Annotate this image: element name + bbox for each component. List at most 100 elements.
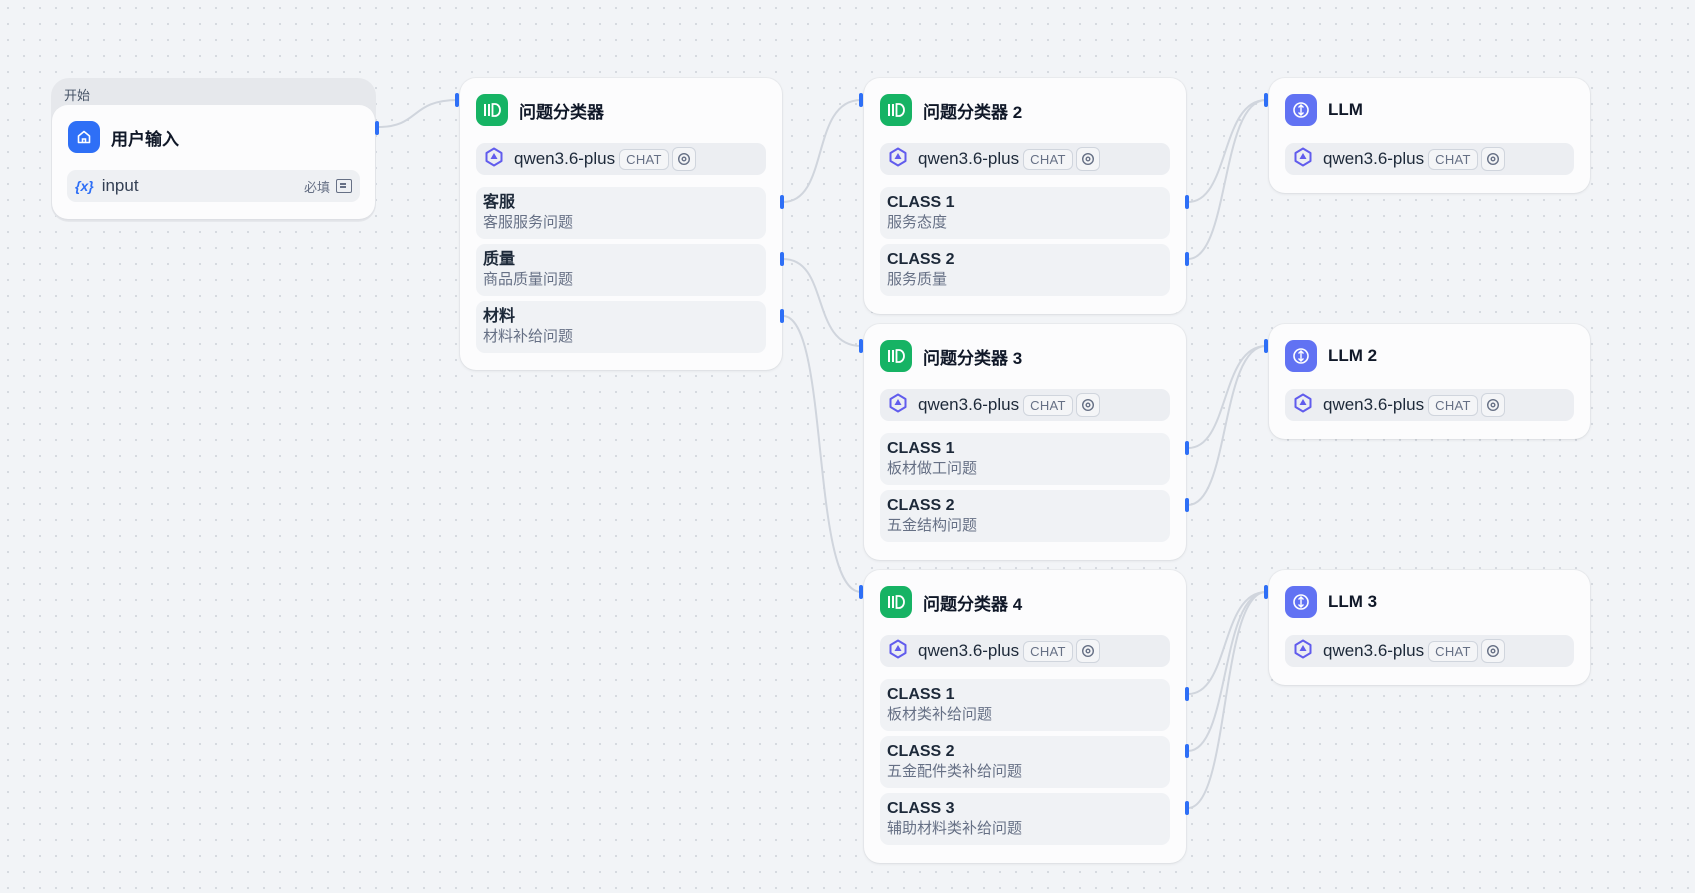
class-name: CLASS 2 <box>887 497 955 514</box>
llm-title: LLM <box>1328 100 1363 119</box>
class-item[interactable]: 材料 材料补给问题 <box>476 301 766 353</box>
qwen-logo-icon <box>888 639 908 664</box>
class-name: CLASS 2 <box>887 251 955 268</box>
model-mode-badge: CHAT <box>1428 394 1478 416</box>
classifier2-class2-handle[interactable] <box>1185 252 1189 266</box>
start-section-label: 开始 <box>64 88 91 103</box>
class-item[interactable]: 质量 商品质量问题 <box>476 244 766 296</box>
model-selector[interactable]: qwen3.6-plus CHAT <box>880 635 1170 667</box>
class-name: CLASS 3 <box>887 800 955 817</box>
classifier3-target-handle[interactable] <box>859 339 863 353</box>
class-item[interactable]: CLASS 1 板材做工问题 <box>880 433 1170 485</box>
class-item[interactable]: 客服 客服服务问题 <box>476 187 766 239</box>
model-name: qwen3.6-plus <box>918 395 1020 414</box>
class-description: 商品质量问题 <box>483 271 574 288</box>
model-settings-icon[interactable] <box>1480 147 1505 171</box>
text-type-icon <box>336 179 352 193</box>
model-mode-badge: CHAT <box>1428 640 1478 662</box>
edge-c4-class1-llm3 <box>1187 591 1267 695</box>
classifier4-class2-handle[interactable] <box>1185 744 1189 758</box>
model-selector[interactable]: qwen3.6-plus CHAT <box>880 389 1170 421</box>
class-name: 材料 <box>483 308 516 325</box>
classifier-icon <box>476 94 508 126</box>
required-label: 必填 <box>303 179 330 195</box>
user-input-card[interactable]: 用户输入 {x} input 必填 <box>52 105 375 219</box>
classifier3-class2-handle[interactable] <box>1185 498 1189 512</box>
class-description: 客服服务问题 <box>483 214 574 231</box>
model-settings-icon[interactable] <box>1075 147 1100 171</box>
class-description: 五金结构问题 <box>887 517 978 534</box>
model-settings-icon[interactable] <box>671 147 696 171</box>
classifier4-target-handle[interactable] <box>859 585 863 599</box>
model-name: qwen3.6-plus <box>1323 641 1425 660</box>
llm-icon <box>1285 94 1317 126</box>
model-selector[interactable]: qwen3.6-plus CHAT <box>1285 389 1574 421</box>
model-mode-badge: CHAT <box>1023 640 1073 662</box>
class-item[interactable]: CLASS 1 板材类补给问题 <box>880 679 1170 731</box>
start-node[interactable]: 开始 用户输入 {x} input 必填 <box>51 78 376 222</box>
class-item[interactable]: CLASS 3 辅助材料类补给问题 <box>880 793 1170 845</box>
qwen-logo-icon <box>1293 147 1313 172</box>
classifier4-class1-handle[interactable] <box>1185 687 1189 701</box>
llm3-target-handle[interactable] <box>1264 585 1268 599</box>
classifier1-class1-handle[interactable] <box>780 195 784 209</box>
classifier1-class3-handle[interactable] <box>780 309 784 323</box>
class-item[interactable]: CLASS 2 五金配件类补给问题 <box>880 736 1170 788</box>
classifier3-class1-handle[interactable] <box>1185 441 1189 455</box>
model-selector[interactable]: qwen3.6-plus CHAT <box>1285 143 1574 175</box>
classifier4-class3-handle[interactable] <box>1185 801 1189 815</box>
edge-c4-class3-llm3 <box>1187 591 1267 809</box>
class-description: 服务质量 <box>887 271 948 288</box>
class-description: 材料补给问题 <box>483 328 574 345</box>
start-source-handle[interactable] <box>375 121 379 135</box>
class-name: 质量 <box>483 251 516 268</box>
model-settings-icon[interactable] <box>1075 393 1100 417</box>
edge-c3-class1-llm2 <box>1187 345 1267 449</box>
class-name: CLASS 2 <box>887 743 955 760</box>
qwen-logo-icon <box>1293 639 1313 664</box>
classifier2-class1-handle[interactable] <box>1185 195 1189 209</box>
llm-node-2[interactable]: LLM 2 qwen3.6-plus CHAT <box>1269 324 1590 439</box>
classifier-title: 问题分类器 2 <box>923 102 1023 122</box>
class-description: 板材类补给问题 <box>887 706 993 723</box>
class-name: CLASS 1 <box>887 194 955 211</box>
model-name: qwen3.6-plus <box>918 149 1020 168</box>
classifier-node-4[interactable]: 问题分类器 4 qwen3.6-plus CHAT CLASS 1 板材类补给问… <box>864 570 1186 863</box>
model-mode-badge: CHAT <box>1428 148 1478 170</box>
model-settings-icon[interactable] <box>1480 639 1505 663</box>
model-mode-badge: CHAT <box>1023 394 1073 416</box>
class-name: 客服 <box>483 194 516 211</box>
variable-row[interactable]: {x} input 必填 <box>67 170 360 202</box>
edge-c2-class1-llm1 <box>1187 99 1267 203</box>
model-name: qwen3.6-plus <box>1323 395 1425 414</box>
start-title: 用户输入 <box>111 129 179 149</box>
class-name: CLASS 1 <box>887 440 955 457</box>
model-name: qwen3.6-plus <box>1323 149 1425 168</box>
classifier-title: 问题分类器 3 <box>923 348 1023 368</box>
llm1-target-handle[interactable] <box>1264 93 1268 107</box>
model-selector[interactable]: qwen3.6-plus CHAT <box>1285 635 1574 667</box>
classifier-node-3[interactable]: 问题分类器 3 qwen3.6-plus CHAT CLASS 1 板材做工问题… <box>864 324 1186 560</box>
class-item[interactable]: CLASS 2 五金结构问题 <box>880 490 1170 542</box>
variable-name: input <box>101 176 139 195</box>
classifier1-class2-handle[interactable] <box>780 252 784 266</box>
model-settings-icon[interactable] <box>1075 639 1100 663</box>
model-name: qwen3.6-plus <box>514 149 616 168</box>
llm-node-1[interactable]: LLM qwen3.6-plus CHAT <box>1269 78 1590 193</box>
classifier-node-1[interactable]: 问题分类器 qwen3.6-plus CHAT 客服 客服服务问题 质量 商品质… <box>460 78 782 370</box>
variable-icon: {x} <box>75 178 94 194</box>
classifier2-target-handle[interactable] <box>859 93 863 107</box>
model-selector[interactable]: qwen3.6-plus CHAT <box>476 143 766 175</box>
class-item[interactable]: CLASS 1 服务态度 <box>880 187 1170 239</box>
model-selector[interactable]: qwen3.6-plus CHAT <box>880 143 1170 175</box>
class-item[interactable]: CLASS 2 服务质量 <box>880 244 1170 296</box>
model-mode-badge: CHAT <box>619 148 669 170</box>
llm2-target-handle[interactable] <box>1264 339 1268 353</box>
classifier1-target-handle[interactable] <box>455 93 459 107</box>
model-settings-icon[interactable] <box>1480 393 1505 417</box>
llm-node-3[interactable]: LLM 3 qwen3.6-plus CHAT <box>1269 570 1590 685</box>
edge-start-classifier1 <box>377 99 459 128</box>
edge-c1-class2-classifier3 <box>782 258 862 347</box>
llm-icon <box>1285 586 1317 618</box>
classifier-node-2[interactable]: 问题分类器 2 qwen3.6-plus CHAT CLASS 1 服务态度 C… <box>864 78 1186 314</box>
